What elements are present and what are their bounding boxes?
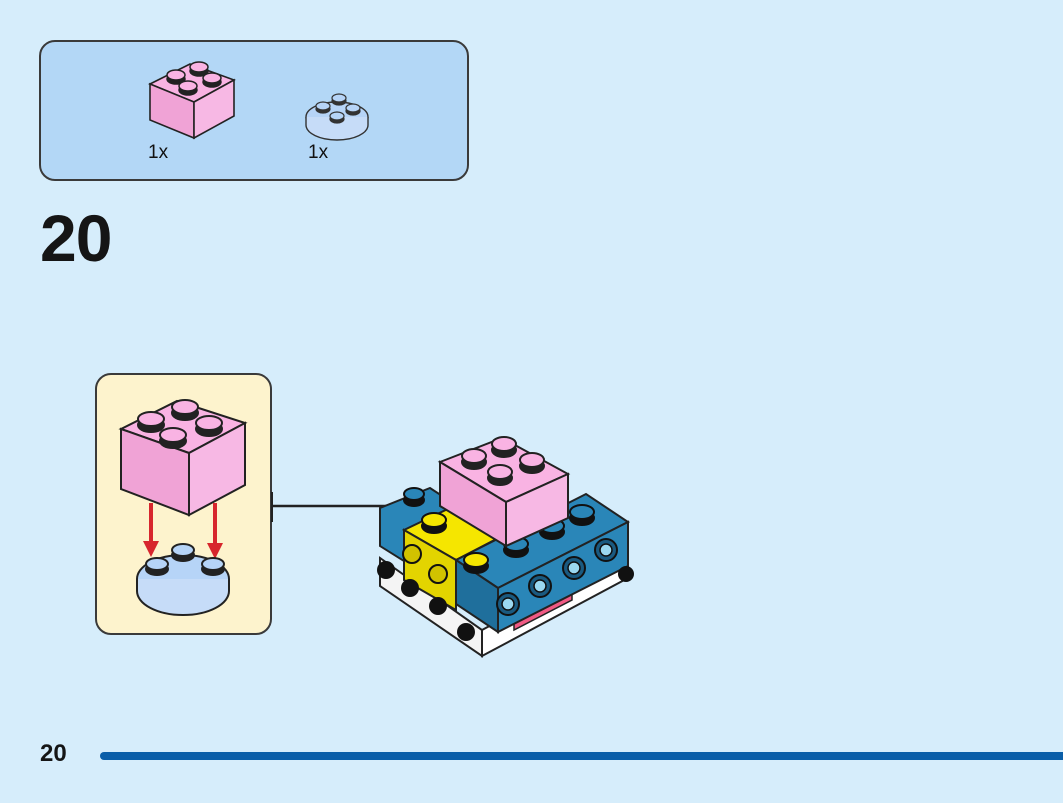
progress-bar [100,752,1063,760]
page-number: 20 [40,740,67,767]
sub-assembly-illustration [118,399,248,616]
build-model-icon [377,436,634,658]
part-quantity-1: 1x [148,142,169,163]
part-quantity-2: 1x [308,142,329,163]
step-number: 20 [40,201,112,275]
round-plate-icon [305,93,369,141]
parts-list-panel: 1x 1x [39,40,469,181]
sub-assembly-panel [95,373,272,635]
arrow-icon [143,503,223,559]
pink-brick-icon [148,61,236,140]
